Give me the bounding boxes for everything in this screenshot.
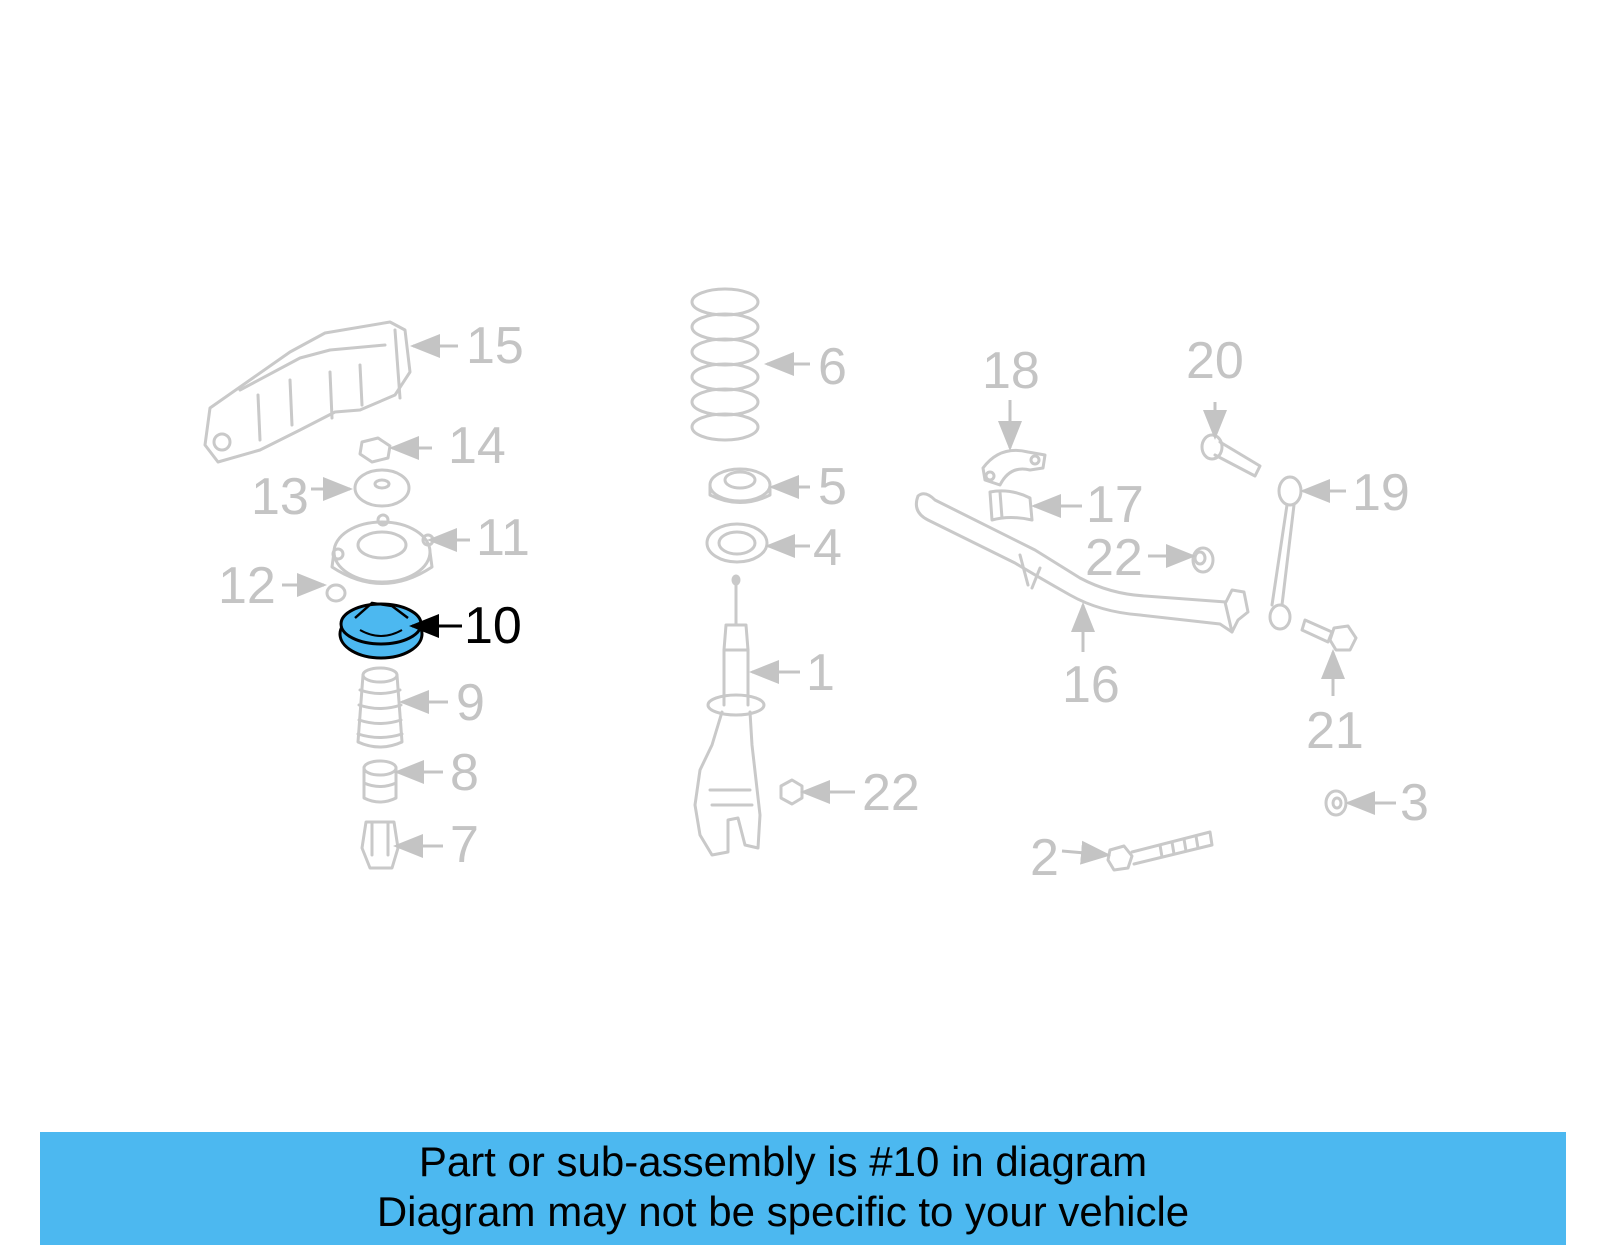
banner-line-disclaimer: Diagram may not be specific to your vehi…: [376, 1188, 1190, 1235]
callout-21: 21: [1306, 702, 1364, 760]
part-22-nut-b: [1191, 546, 1215, 574]
part-2-bolt: [1106, 830, 1214, 872]
callout-3: 3: [1400, 774, 1429, 832]
part-14-nut: [358, 436, 392, 464]
callout-15: 15: [466, 317, 524, 375]
part-4-insulator: [705, 522, 769, 564]
callout-22-strut: 22: [862, 764, 920, 822]
part-13-washer: [353, 468, 411, 508]
part-17-bushing: [988, 489, 1034, 522]
part-8-bump-stop: [362, 759, 398, 804]
callout-16: 16: [1062, 656, 1120, 714]
part-7-bracket: [360, 820, 400, 870]
callout-22-bar: 22: [1085, 529, 1143, 587]
callout-labels: 15 14 13 11 12 10 9 8 7 6 5 4 1 22 18 17…: [218, 317, 1429, 887]
part-12-nut: [325, 583, 347, 603]
part-18-bracket: [981, 448, 1047, 487]
callout-11: 11: [476, 509, 530, 567]
callout-6: 6: [818, 338, 847, 396]
callout-20: 20: [1186, 332, 1244, 390]
part-21-bolt: [1300, 618, 1358, 652]
part-20-bolt: [1200, 433, 1262, 478]
callout-8: 8: [450, 744, 479, 802]
callout-7: 7: [450, 816, 479, 874]
part-5-insulator: [708, 467, 772, 504]
part-1-strut: [693, 574, 766, 857]
info-banner: Part or sub-assembly is #10 in diagram D…: [40, 1132, 1566, 1245]
part-10-spring-seat-highlighted: [338, 601, 424, 660]
callout-10-highlighted: 10: [464, 597, 522, 655]
callout-4: 4: [813, 519, 842, 577]
callout-17: 17: [1086, 476, 1144, 534]
callout-13: 13: [251, 468, 309, 526]
part-6-coil-spring: [690, 287, 760, 442]
callout-9: 9: [456, 674, 485, 732]
part-15-subframe: [203, 320, 412, 464]
part-11-strut-mount: [330, 513, 435, 585]
callout-14: 14: [448, 417, 506, 475]
callout-5: 5: [818, 458, 847, 516]
part-16-stabilizer-bar: [914, 492, 1250, 634]
callout-19: 19: [1352, 464, 1410, 522]
callout-18: 18: [982, 342, 1040, 400]
part-9-dust-boot: [356, 666, 404, 749]
part-3-nut: [1324, 789, 1348, 817]
callout-1: 1: [806, 644, 835, 702]
part-22-nut-a: [779, 778, 804, 806]
callout-2: 2: [1030, 829, 1059, 887]
callout-12: 12: [218, 557, 276, 615]
callout-arrows: [282, 334, 1396, 865]
part-19-stabilizer-link: [1268, 475, 1303, 631]
banner-line-part-number: Part or sub-assembly is #10 in diagram: [418, 1138, 1148, 1185]
